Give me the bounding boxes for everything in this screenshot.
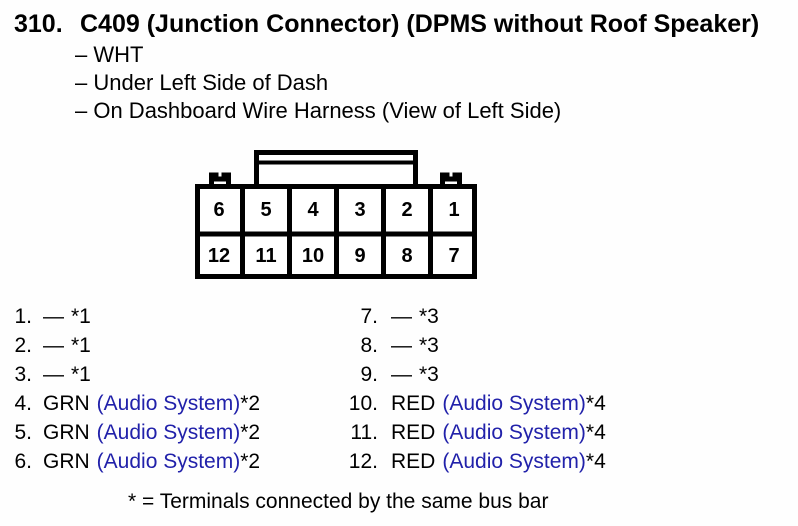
- pin-number: 7.: [360, 305, 378, 328]
- pin-row-2: 2. — *1: [0, 331, 260, 360]
- item-number: 310.: [14, 10, 63, 38]
- connector-grid: [197, 186, 475, 277]
- pin-wire-color: —: [43, 334, 64, 357]
- pin-busbar-note: *2: [240, 450, 261, 473]
- pin-row-12: 12. RED (Audio System)*4: [330, 447, 606, 476]
- pin-wire-color: —: [391, 363, 412, 386]
- page-title: C409 (Junction Connector) (DPMS without …: [80, 10, 760, 38]
- pin-busbar-note: *4: [585, 421, 606, 444]
- pin-number: 1.: [14, 305, 32, 328]
- pin-wire-color: —: [391, 334, 412, 357]
- detail-line-color: – WHT: [75, 42, 144, 67]
- pin-system-link[interactable]: (Audio System): [96, 450, 241, 473]
- pin-cell-5: 5: [260, 199, 271, 221]
- connector-lock-tab: [254, 150, 418, 189]
- pin-cell-3: 3: [354, 199, 365, 221]
- pin-system-link[interactable]: (Audio System): [442, 421, 586, 444]
- pin-cell-6: 6: [213, 199, 224, 221]
- pin-busbar-note: *2: [240, 392, 261, 415]
- pin-cell-8: 8: [401, 245, 412, 267]
- pin-row-9: 9. — *3: [330, 360, 606, 389]
- pin-list-left: 1.—*1 2.—*1 3.—*1 4.GRN(Audio System)*2 …: [0, 302, 260, 476]
- pin-wire-color: GRN: [43, 450, 90, 473]
- pin-cell-10: 10: [302, 245, 324, 267]
- pin-number: 6.: [14, 450, 32, 473]
- pin-number: 12.: [348, 450, 378, 473]
- pin-row-8: 8. — *3: [330, 331, 606, 360]
- pin-wire-color: —: [43, 305, 64, 328]
- pin-cell-2: 2: [401, 199, 412, 221]
- pin-cell-7: 7: [448, 245, 459, 267]
- pin-busbar-note: *1: [71, 334, 91, 357]
- connector-details: – WHT – Under Left Side of Dash – On Das…: [75, 41, 561, 125]
- pin-row-7: 7. — *3: [330, 302, 606, 331]
- pin-cell-12: 12: [208, 245, 230, 267]
- pin-wire-color: —: [391, 305, 412, 328]
- pin-row-5: 5. GRN (Audio System)*2: [0, 418, 260, 447]
- pin-number: 4.: [14, 392, 32, 415]
- connector-diagram: 6 5 4 3 2 1 12 11 10 9 8 7: [195, 150, 477, 279]
- pin-busbar-note: *3: [419, 305, 439, 328]
- pin-number: 3.: [14, 363, 32, 386]
- pin-row-3: 3. — *1: [0, 360, 260, 389]
- pin-system-link[interactable]: (Audio System): [96, 392, 241, 415]
- pin-busbar-note: *1: [71, 363, 91, 386]
- pin-wire-color: GRN: [43, 392, 90, 415]
- pin-number: 5.: [14, 421, 32, 444]
- pin-number: 11.: [350, 421, 378, 444]
- pin-row-6: 6. GRN (Audio System)*2: [0, 447, 260, 476]
- pin-wire-color: GRN: [43, 421, 90, 444]
- pin-busbar-note: *4: [585, 392, 606, 415]
- pin-cell-11: 11: [255, 245, 276, 267]
- busbar-footnote: * = Terminals connected by the same bus …: [128, 490, 549, 513]
- detail-line-location: – Under Left Side of Dash: [75, 70, 329, 95]
- pin-busbar-note: *4: [585, 450, 606, 473]
- pin-row-11: 11. RED (Audio System)*4: [330, 418, 606, 447]
- pin-system-link[interactable]: (Audio System): [442, 392, 586, 415]
- pin-system-link[interactable]: (Audio System): [442, 450, 586, 473]
- pin-busbar-note: *1: [71, 305, 91, 328]
- pin-wire-color: RED: [391, 450, 436, 473]
- pin-number: 8.: [360, 334, 378, 357]
- pin-wire-color: —: [43, 363, 64, 386]
- pin-cell-4: 4: [307, 199, 319, 221]
- pin-list-right: 7.—*3 8.—*3 9.—*3 10.RED(Audio System)*4…: [330, 302, 606, 476]
- pin-number: 10.: [348, 392, 378, 415]
- pin-cell-9: 9: [354, 245, 365, 267]
- pin-cell-1: 1: [448, 199, 459, 221]
- pin-row-4: 4. GRN (Audio System)*2: [0, 389, 260, 418]
- pin-number: 2.: [14, 334, 32, 357]
- detail-line-harness: – On Dashboard Wire Harness (View of Lef…: [75, 98, 562, 123]
- pin-number: 9.: [360, 363, 378, 386]
- pin-busbar-note: *3: [419, 363, 439, 386]
- pin-system-link[interactable]: (Audio System): [96, 421, 241, 444]
- pin-busbar-note: *3: [419, 334, 439, 357]
- pin-row-10: 10. RED (Audio System)*4: [330, 389, 606, 418]
- pin-row-1: 1. — *1: [0, 302, 260, 331]
- pin-busbar-note: *2: [240, 421, 261, 444]
- pin-wire-color: RED: [391, 421, 436, 444]
- pin-wire-color: RED: [391, 392, 436, 415]
